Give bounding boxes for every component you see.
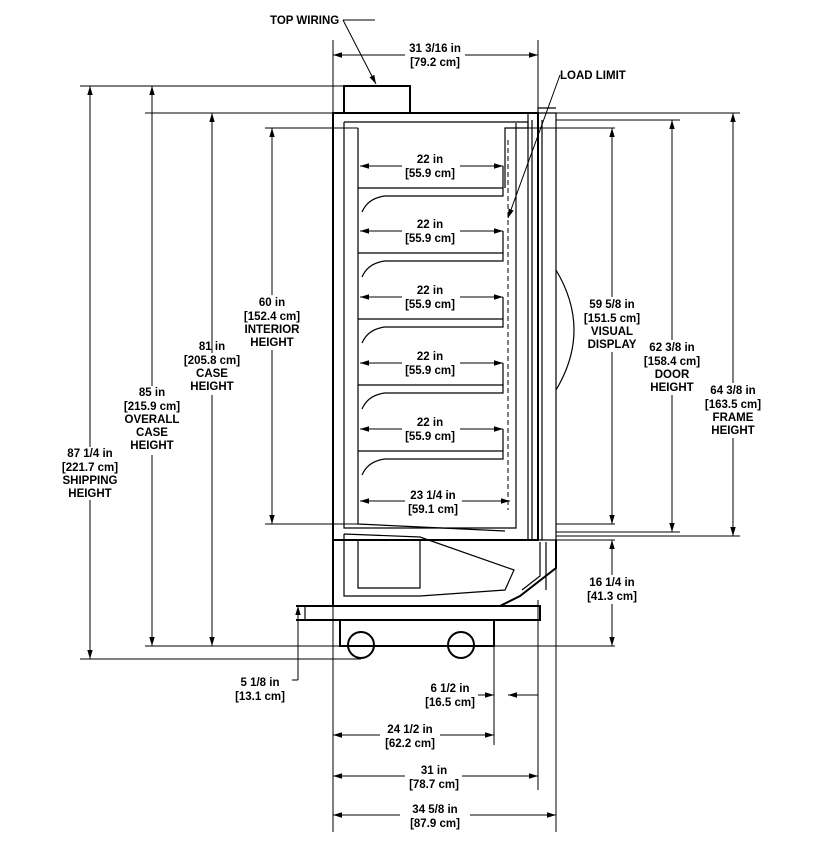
door-depth-metric: [16.5 cm] bbox=[425, 697, 475, 709]
caster-height-label: 5 1/8 in bbox=[241, 677, 280, 689]
visual-display-caption-2: DISPLAY bbox=[588, 339, 637, 351]
shelf-3-label: 22 in bbox=[417, 285, 443, 297]
dimension-labels: 31 3/16 in [79.2 cm] 22 in [55.9 cm] 22 … bbox=[62, 43, 761, 830]
top-wiring-box bbox=[343, 85, 411, 114]
overall-case-height-caption-2: CASE bbox=[136, 427, 168, 439]
bottom-deck-metric: [59.1 cm] bbox=[408, 504, 458, 516]
load-limit-label: LOAD LIMIT bbox=[560, 70, 626, 82]
door-height-caption-1: DOOR bbox=[655, 369, 690, 381]
shelf-4-metric: [55.9 cm] bbox=[405, 365, 455, 377]
interior-height-caption-2: HEIGHT bbox=[250, 337, 293, 349]
overall-case-height-caption-3: HEIGHT bbox=[130, 440, 173, 452]
overall-depth-label: 34 5/8 in bbox=[412, 804, 457, 816]
overall-case-height-caption-1: OVERALL bbox=[125, 414, 180, 426]
base-height-label: 16 1/4 in bbox=[589, 577, 634, 589]
front-caster-wheel bbox=[347, 631, 375, 659]
base-depth-label: 24 1/2 in bbox=[387, 724, 432, 736]
interior-height-metric: [152.4 cm] bbox=[244, 311, 300, 323]
visual-display-caption-1: VISUAL bbox=[591, 326, 633, 338]
callout-labels: TOP WIRING LOAD LIMIT bbox=[270, 15, 626, 82]
door-height-caption-2: HEIGHT bbox=[650, 382, 693, 394]
caster-base bbox=[296, 605, 541, 659]
door-height-metric: [158.4 cm] bbox=[644, 356, 700, 368]
shelf-2-metric: [55.9 cm] bbox=[405, 233, 455, 245]
shelf-5-label: 22 in bbox=[417, 417, 443, 429]
overall-case-height-label: 85 in bbox=[139, 387, 165, 399]
shipping-height-caption-2: HEIGHT bbox=[68, 488, 111, 500]
visual-display-label: 59 5/8 in bbox=[589, 299, 634, 311]
case-depth-label: 31 in bbox=[421, 765, 447, 777]
shipping-height-label: 87 1/4 in bbox=[67, 448, 112, 460]
dimension-lines bbox=[87, 19, 736, 818]
rear-caster-wheel bbox=[447, 631, 475, 659]
shelf-3-metric: [55.9 cm] bbox=[405, 299, 455, 311]
base-depth-metric: [62.2 cm] bbox=[385, 738, 435, 750]
caster-height-metric: [13.1 cm] bbox=[235, 691, 285, 703]
overall-case-height-metric: [215.9 cm] bbox=[124, 401, 180, 413]
frame-height-caption-1: FRAME bbox=[713, 412, 754, 424]
visual-display-metric: [151.5 cm] bbox=[584, 313, 640, 325]
door-handle bbox=[555, 269, 575, 391]
case-height-caption-2: HEIGHT bbox=[190, 381, 233, 393]
case-height-metric: [205.8 cm] bbox=[184, 355, 240, 367]
shipping-height-caption-1: SHIPPING bbox=[63, 475, 118, 487]
shelf-5-metric: [55.9 cm] bbox=[405, 431, 455, 443]
base-height-metric: [41.3 cm] bbox=[587, 591, 637, 603]
shelf-4-label: 22 in bbox=[417, 351, 443, 363]
shelf-1-metric: [55.9 cm] bbox=[405, 168, 455, 180]
base-compartment bbox=[332, 533, 557, 607]
frame-height-label: 64 3/8 in bbox=[710, 385, 755, 397]
case-depth-metric: [78.7 cm] bbox=[409, 779, 459, 791]
top-wiring-label: TOP WIRING bbox=[270, 15, 339, 27]
extension-lines bbox=[80, 40, 740, 832]
interior-height-caption-1: INTERIOR bbox=[245, 324, 301, 336]
interior-height-label: 60 in bbox=[259, 297, 285, 309]
bottom-deck-label: 23 1/4 in bbox=[410, 490, 455, 502]
frame-height-caption-2: HEIGHT bbox=[711, 425, 754, 437]
shipping-height-metric: [221.7 cm] bbox=[62, 462, 118, 474]
top-width-label: 31 3/16 in bbox=[409, 43, 461, 55]
case-height-caption-1: CASE bbox=[196, 368, 228, 380]
shelf-2-label: 22 in bbox=[417, 219, 443, 231]
shelf-profiles bbox=[358, 166, 504, 476]
frame-height-metric: [163.5 cm] bbox=[705, 399, 761, 411]
shelf-1-label: 22 in bbox=[417, 154, 443, 166]
case-height-label: 81 in bbox=[199, 341, 225, 353]
top-width-metric: [79.2 cm] bbox=[410, 57, 460, 69]
overall-depth-metric: [87.9 cm] bbox=[410, 818, 460, 830]
door-height-label: 62 3/8 in bbox=[649, 342, 694, 354]
door-depth-label: 6 1/2 in bbox=[431, 683, 470, 695]
